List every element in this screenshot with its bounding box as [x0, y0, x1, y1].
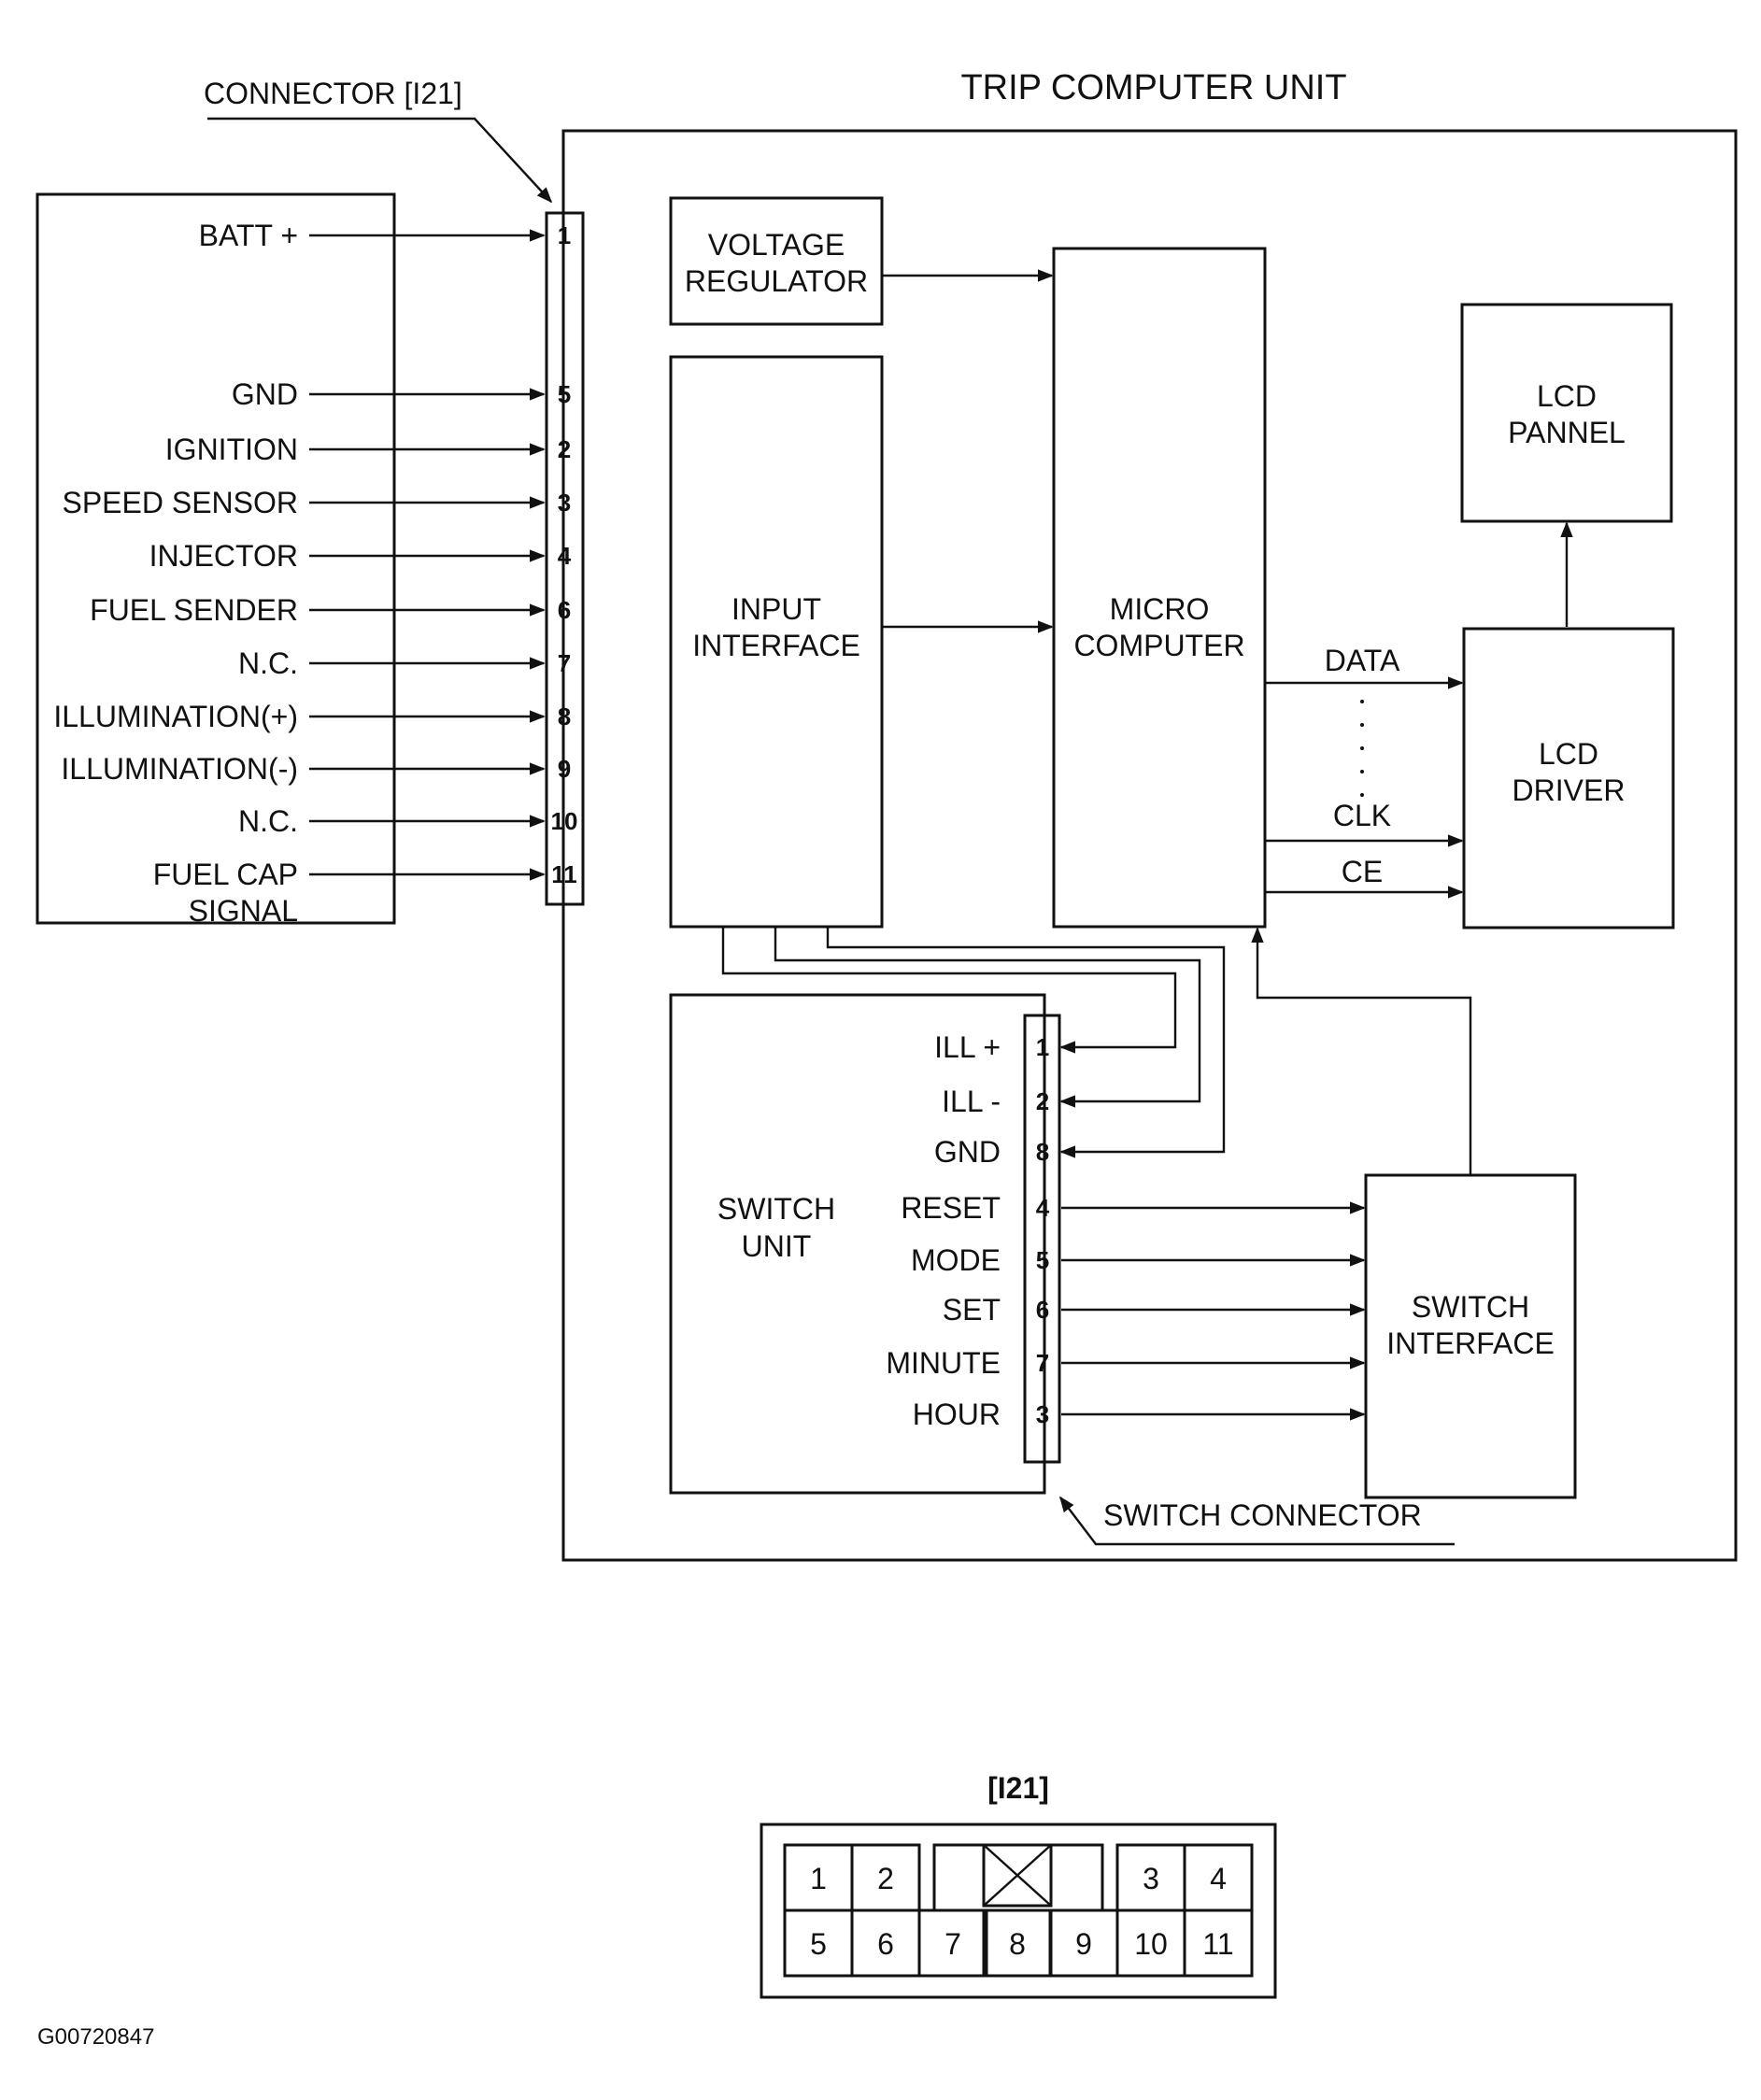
external-pin-number: 11 [551, 860, 577, 888]
external-pin-label: N.C. [238, 804, 298, 838]
bus-ellipsis-dots [1360, 700, 1364, 797]
bus-signal-clk: CLK [1333, 799, 1391, 832]
lcd-pannel-label-1: LCD [1537, 379, 1597, 413]
switch-pin-label: SET [943, 1293, 1001, 1327]
diagram-title: TRIP COMPUTER UNIT [960, 68, 1346, 107]
switch-interface-label-1: SWITCH [1412, 1290, 1529, 1324]
switch-interface-to-micro-wire [1251, 927, 1472, 1175]
switch-pin-number: 6 [1036, 1296, 1049, 1324]
external-pin-number: 3 [558, 489, 571, 517]
gnd-switch-wire [826, 927, 1226, 1158]
connector-cavity-number: 1 [810, 1862, 827, 1895]
external-pin-number: 10 [551, 807, 578, 835]
switch-pin-number: 4 [1036, 1194, 1050, 1222]
external-pin-label-2: SIGNAL [189, 894, 298, 928]
external-pin-label: FUEL CAP [153, 858, 298, 891]
external-pin-label: INJECTOR [149, 539, 298, 573]
external-harness-box [36, 192, 396, 925]
connector-label: CONNECTOR [I21] [204, 77, 462, 110]
switch-connector-label: SWITCH CONNECTOR [1103, 1498, 1422, 1532]
lcd-pannel-block [1460, 303, 1673, 523]
connector-cavity-number: 10 [1134, 1927, 1168, 1961]
switch-connector-leader-arrow [1058, 1496, 1455, 1546]
external-pin-number: 4 [558, 542, 572, 570]
connector-cavity-number: 7 [944, 1927, 961, 1961]
connector-face-outer [760, 1823, 1277, 1999]
switch-pin-number: 7 [1036, 1349, 1049, 1377]
switch-pin-label: RESET [901, 1191, 1001, 1225]
micro-computer-label-1: MICRO [1110, 592, 1210, 626]
connector-cavity-number: 2 [877, 1862, 894, 1895]
bus-signal-data: DATA [1325, 644, 1400, 677]
input-interface-label-1: INPUT [731, 592, 821, 626]
lcd-driver-block [1462, 627, 1675, 929]
lcd-driver-label-2: DRIVER [1512, 773, 1626, 807]
switch-connector-strip [1023, 1014, 1061, 1464]
ill-plus-wire [721, 927, 1177, 1054]
connector-cavity-number: 9 [1075, 1927, 1092, 1961]
external-pin-number: 7 [558, 649, 571, 677]
external-pin-label: IGNITION [165, 433, 298, 466]
connector-cavity-number: 11 [1202, 1927, 1233, 1961]
connector-cavity [917, 1908, 988, 1978]
external-pin-number: 2 [558, 435, 571, 463]
connector-cavity-number: 8 [1009, 1927, 1026, 1961]
switch-unit-label-1: SWITCH [717, 1192, 835, 1226]
connector-blank-cavity [982, 1843, 1053, 1908]
figure-id: G00720847 [37, 2024, 154, 2050]
connector-cavity-number: 5 [810, 1927, 827, 1961]
switch-pin-label: ILL - [942, 1085, 1001, 1118]
switch-pin-label: MINUTE [886, 1346, 1001, 1380]
external-pin-number: 1 [558, 221, 571, 249]
voltage-regulator-label-1: VOLTAGE [708, 228, 845, 262]
connector-x-mark-icon [983, 1844, 1052, 1907]
connector-leader-arrow [207, 117, 553, 204]
switch-interface-label-2: INTERFACE [1386, 1327, 1555, 1360]
connector-cavity [1183, 1908, 1254, 1978]
external-pin-label: ILLUMINATION(-) [61, 752, 298, 786]
external-pin-label: N.C. [238, 646, 298, 680]
switch-unit-block [669, 993, 1046, 1495]
switch-pin-number: 2 [1036, 1087, 1049, 1115]
external-pin-number: 5 [558, 380, 571, 408]
connector-face-title: [I21] [987, 1771, 1049, 1805]
external-pin-label: BATT + [199, 219, 298, 252]
ill-minus-wire [774, 927, 1201, 1108]
switch-pin-number: 1 [1036, 1033, 1049, 1061]
connector-face-grid: 1 2 3 4 5 6 7 8 9 10 11 [783, 1843, 1254, 1978]
external-pin-number: 9 [558, 755, 571, 783]
external-pin-number: 6 [558, 596, 571, 624]
switch-pin-label: HOUR [913, 1398, 1001, 1431]
external-pin-label: GND [232, 377, 298, 411]
bus-signal-ce: CE [1342, 855, 1383, 888]
connector-cavity-number: 4 [1210, 1862, 1227, 1895]
external-pin-label: FUEL SENDER [90, 593, 298, 627]
switch-unit-label-2: UNIT [742, 1229, 812, 1263]
switch-pin-label: MODE [911, 1243, 1001, 1277]
switch-pin-label: ILL + [934, 1030, 1001, 1064]
external-pin-number: 8 [558, 702, 571, 731]
micro-computer-block [1052, 247, 1267, 929]
voltage-regulator-label-2: REGULATOR [685, 264, 868, 298]
input-interface-label-2: INTERFACE [692, 629, 860, 662]
switch-pin-label: GND [934, 1135, 1001, 1169]
switch-pin-number: 5 [1036, 1246, 1049, 1274]
lcd-driver-label-1: LCD [1539, 737, 1598, 771]
external-pin-label: SPEED SENSOR [62, 486, 298, 519]
connector-i21-strip [545, 211, 585, 906]
external-pin-label: ILLUMINATION(+) [53, 700, 298, 733]
switch-pin-number: 8 [1036, 1138, 1049, 1166]
trip-computer-unit-box [561, 129, 1738, 1562]
connector-cavity-number: 3 [1143, 1862, 1159, 1895]
lcd-pannel-label-2: PANNEL [1508, 416, 1626, 449]
connector-cavity-number: 6 [877, 1927, 894, 1961]
switch-pin-number: 3 [1036, 1400, 1049, 1428]
micro-computer-label-2: COMPUTER [1073, 629, 1244, 662]
voltage-regulator-block [669, 196, 884, 326]
